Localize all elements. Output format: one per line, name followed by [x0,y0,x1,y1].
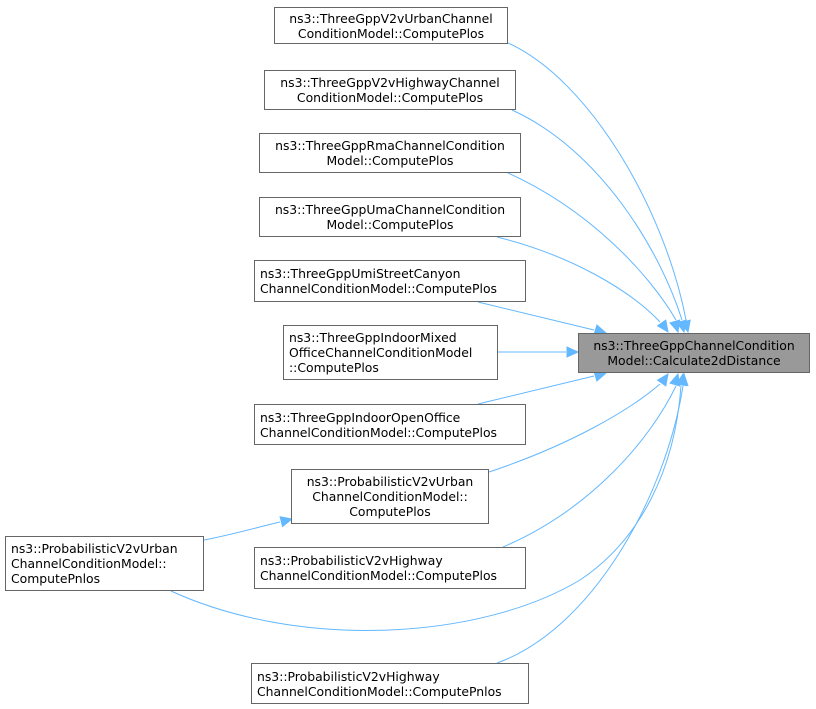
node-threegpp-uma-computeplos[interactable]: ns3::ThreeGppUmaChannelCondition Model::… [259,197,521,237]
node-label-line: Model::Calculate2dDistance [607,353,781,368]
edge-rma-plos [507,172,677,321]
node-label-line: ConditionModel::ComputePlos [297,25,485,41]
node-label-line: ns3::ProbabilisticV2vHighway [257,668,440,684]
node-label-line: ns3::ThreeGppIndoorMixed [289,330,457,345]
node-label-line: ns3::ThreeGppUmiStreetCanyon [260,266,461,281]
node-threegpp-umi-street-canyon-computeplos[interactable]: ns3::ThreeGppUmiStreetCanyon ChannelCond… [254,260,526,302]
node-label-line: ComputePnlos [11,571,101,586]
node-label-line: ns3::ThreeGppRmaChannelCondition [275,138,505,153]
node-label-line: ChannelConditionModel:: [312,489,468,504]
edge-indoor-open-plos [477,375,595,405]
node-label-line: ns3::ProbabilisticV2vUrban [11,541,178,556]
node-label-line: ChannelConditionModel::ComputePnlos [257,683,502,699]
edge-prob-highway-pnlos [496,385,684,664]
node-label-line: ns3::ProbabilisticV2vUrban [306,474,474,489]
node-label-line: Model::ComputePlos [326,153,454,168]
node-label-line: ConditionModel::ComputePlos [296,90,484,105]
node-label-line: ns3::ProbabilisticV2vHighway [260,553,443,568]
arrowhead-indoor-mixed-plos [566,346,580,358]
edge-prob-urban-pnlos-to-plos [203,521,281,541]
arrowhead-prob-urban-plos [656,373,669,387]
node-label-line: ChannelConditionModel::ComputePlos [260,568,498,583]
arrowhead-prob-urban-pnlos-to-target [675,372,688,387]
node-label-line: ns3::ThreeGppUmaChannelCondition [274,202,506,217]
edge-prob-highway-plos [502,385,677,548]
node-label-line: ::ComputePlos [289,360,379,375]
node-label-line: ChannelConditionModel:: [11,556,167,571]
node-label-line: ns3::ThreeGppIndoorOpenOffice [260,409,461,425]
arrowhead-uma-plos [656,319,669,333]
node-threegpp-indoor-open-office-computeplos[interactable]: ns3::ThreeGppIndoorOpenOffice ChannelCon… [254,404,526,445]
edge-v2v-urban-plos [507,42,687,321]
node-threegpp-rma-computeplos[interactable]: ns3::ThreeGppRmaChannelCondition Model::… [259,133,521,173]
edge-prob-urban-plos [488,383,661,473]
node-label-line: ChannelConditionModel::ComputePlos [260,281,498,296]
edge-uma-plos [496,236,661,323]
node-label-line: OfficeChannelConditionModel [289,345,473,360]
node-probabilistic-v2v-urban-computeplos[interactable]: ns3::ProbabilisticV2vUrban ChannelCondit… [291,469,489,524]
node-label-line: Model::ComputePlos [326,217,454,232]
node-label-line: ChannelConditionModel::ComputePlos [260,424,498,440]
node-label-line: ns3::ThreeGppV2vHighwayChannel [280,75,500,90]
arrowhead-prob-urban-pnlos-to-plos [279,516,294,528]
node-label-line: ns3::ThreeGppChannelCondition [593,338,795,353]
edge-v2v-highway-plos [511,109,683,321]
node-label-line: ComputePlos [349,504,431,519]
edge-umi-plos [477,301,595,331]
edge-prob-urban-pnlos-to-target [170,385,682,631]
arrowhead-rma-plos [669,319,681,334]
node-probabilistic-v2v-highway-computeplos[interactable]: ns3::ProbabilisticV2vHighway ChannelCond… [254,547,526,589]
node-probabilistic-v2v-urban-computepnlos[interactable]: ns3::ProbabilisticV2vUrban ChannelCondit… [5,536,204,591]
node-threegpp-indoor-mixed-office-computeplos[interactable]: ns3::ThreeGppIndoorMixed OfficeChannelCo… [283,325,498,380]
node-calculate2ddistance: ns3::ThreeGppChannelCondition Model::Cal… [578,333,810,373]
node-threegpp-v2v-urban-computeplos[interactable]: ns3::ThreeGppV2vUrbanChannel ConditionMo… [274,7,508,44]
node-label-line: ns3::ThreeGppV2vUrbanChannel [289,10,493,26]
node-probabilistic-v2v-highway-computepnlos[interactable]: ns3::ProbabilisticV2vHighway ChannelCond… [251,663,529,704]
node-threegpp-v2v-highway-computeplos[interactable]: ns3::ThreeGppV2vHighwayChannel Condition… [264,70,516,110]
